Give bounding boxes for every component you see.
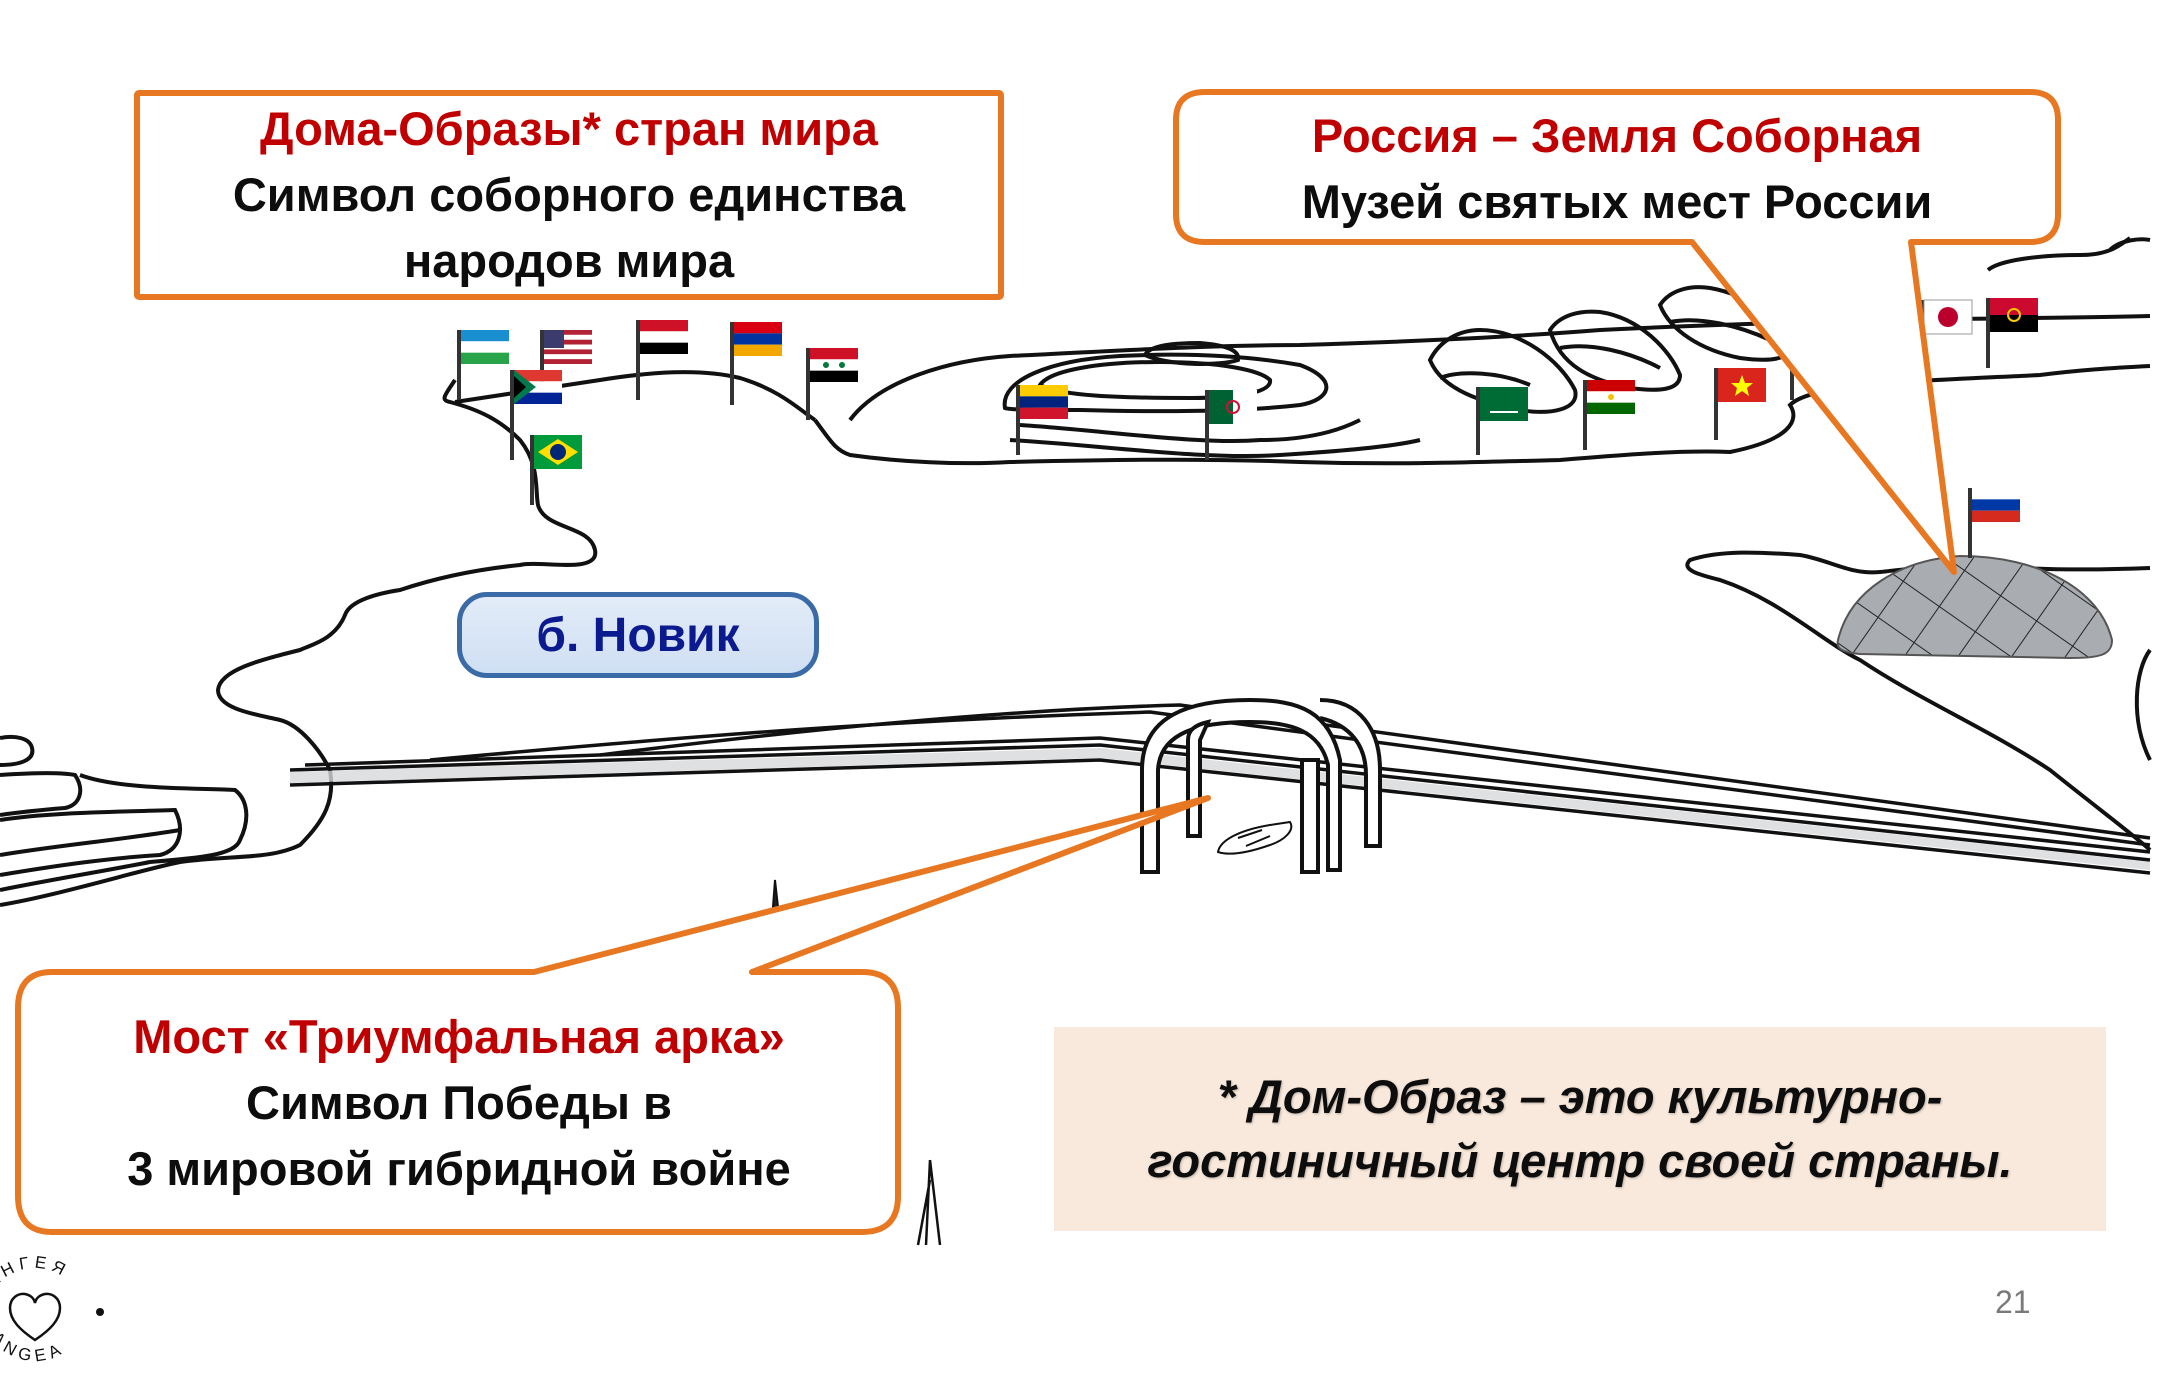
flag-venezuela-icon (1016, 385, 1068, 455)
flag-egypt-icon (636, 320, 688, 400)
flag-syria-icon (806, 348, 858, 420)
callout-russia-box (1173, 89, 2061, 575)
triumphal-arch (1140, 697, 1382, 874)
flag-south-africa-icon (510, 370, 562, 460)
footnote-line1: * Дом-Образ – это культурно- (1217, 1070, 1943, 1123)
callout-bridge: Мост «Триумфальная арка» Символ Победы в… (20, 1004, 898, 1202)
island-label-novik: б. Новик (457, 592, 819, 678)
flag-armenia-icon (730, 322, 782, 405)
footnote-line2: гостиничный центр своей страны. (1147, 1134, 2013, 1187)
page-number: 21 (1995, 1284, 2031, 1320)
flag-japan-icon (1920, 299, 1973, 335)
coastline-left-island (215, 370, 817, 771)
flag-uzbekistan-icon (457, 330, 509, 400)
logo-bottom-text: PANGEA (0, 1318, 63, 1366)
flag-tajikistan-icon (1583, 380, 1635, 450)
callout-russia-title: Россия – Земля Соборная (1311, 109, 1923, 162)
callout-houses-title: Дома-Образы* стран мира (260, 102, 878, 155)
callout-russia-line1: Музей святых мест России (1301, 175, 1933, 228)
callout-houses: Дома-Образы* стран мира Символ соборного… (136, 96, 1002, 294)
flag-usa-icon (540, 330, 592, 390)
sailboat-2 (916, 1159, 942, 1246)
callout-houses-line1: Символ соборного единства (232, 168, 906, 221)
callout-bridge-title: Мост «Триумфальная арка» (133, 1010, 785, 1063)
flag-angola-icon (1986, 298, 2038, 368)
flag-algeria-icon (1205, 390, 1257, 460)
boat-under-bridge (1216, 820, 1293, 855)
heart-icon (8, 1292, 62, 1342)
footnote-box: * Дом-Образ – это культурно- гостиничный… (1054, 1027, 2106, 1231)
svg-text:PANGEA: PANGEA (0, 1318, 68, 1366)
bridge-deck (289, 703, 2151, 875)
pangea-logo: ПАНГЕЯ PANGEA (0, 1253, 104, 1366)
flag-saudi-arabia-icon (1476, 387, 1528, 455)
island-label-text: б. Новик (536, 608, 740, 662)
museum-dome (1836, 554, 2114, 660)
flag-russia-icon (1968, 488, 2020, 558)
callout-houses-box (134, 90, 1004, 300)
callout-bridge-line1: Символ Победы в (246, 1076, 672, 1129)
callout-houses-line2: народов мира (403, 234, 735, 287)
callout-bridge-line2: 3 мировой гибридной войне (127, 1142, 791, 1195)
coastline-west-shore (0, 734, 334, 907)
flag-vietnam-icon (1714, 368, 1766, 440)
coastline-terraced-island (813, 236, 2151, 466)
callout-russia: Россия – Земля Соборная Музей святых мес… (1176, 103, 2058, 235)
callout-bridge-box (15, 795, 1211, 1235)
logo-dot (96, 1308, 104, 1316)
flag-brazil-icon (530, 435, 582, 505)
